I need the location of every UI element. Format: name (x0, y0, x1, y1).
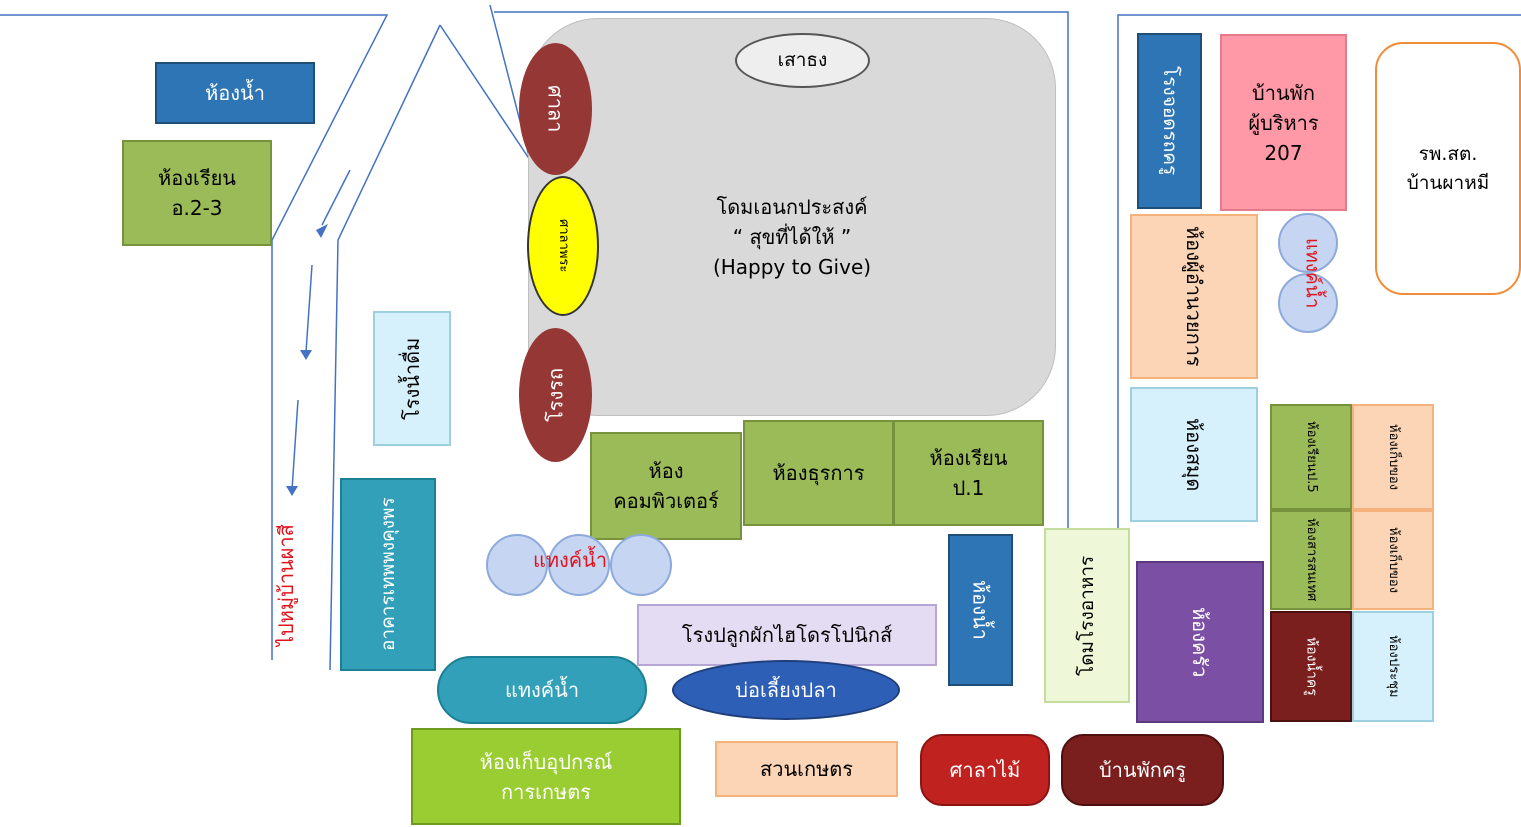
teacher-restroom-label: ห้องน้ำครู (1303, 637, 1320, 696)
water-tank-left-text: แทงค์น้ำ (532, 548, 608, 572)
classroom-p5-line2: ป.5 (1303, 472, 1319, 493)
equipment-line1: ห้องเก็บอุปกรณ์ (479, 749, 613, 774)
classroom-kindergarten: ห้องเรียน อ.2-3 (122, 140, 272, 246)
meeting-room: ห้อง ประชุม (1352, 611, 1434, 722)
teacher-house: บ้านพักครู (1061, 734, 1224, 806)
storage-a-line2: ของ (1385, 467, 1401, 491)
garage: โรงรถ (519, 328, 592, 462)
wood-sala: ศาลาไม้ (920, 734, 1050, 806)
sala: ศาลา (519, 43, 592, 175)
director-line2: ผู้อำนวยการ (1182, 261, 1206, 367)
to-village-label: ไปหมู่บ้านผาสี (262, 505, 310, 665)
kitchen: ห้องครัว (1136, 561, 1264, 723)
shrine: ศาลาพระ (527, 176, 599, 316)
garage-label: โรงรถ (543, 367, 568, 423)
water-tank-left-label: แทงค์น้ำ (510, 540, 630, 580)
hospital-line1: รพ.สต. (1418, 143, 1478, 165)
drinking-house-label: โรงน้ำดื่ม (400, 337, 424, 420)
restroom-mid: ห้องน้ำ (948, 534, 1013, 686)
tank-circle-2 (548, 534, 610, 596)
restroom-top: ห้องน้ำ (155, 62, 315, 124)
water-tank-right-text: แทงค์น้ำ (1301, 237, 1324, 309)
garden-label: สวนเกษตร (760, 757, 853, 781)
drinking-water-house: โรงน้ำดื่ม (373, 311, 451, 446)
fish-pond-label: บ่อเลี้ยงปลา (735, 678, 837, 702)
tank-circle-1 (486, 534, 548, 596)
library: ห้องสมุด (1130, 387, 1258, 522)
exec-house-line2: ผู้บริหาร (1248, 110, 1319, 135)
tank-circle-3 (610, 534, 672, 596)
to-village-text: ไปหมู่บ้านผาสี (274, 524, 298, 646)
storage-room-b: ห้องเก็บ ของ (1352, 510, 1434, 610)
hydroponics-house: โรงปลูกผักไฮโดรโปนิกส์ (637, 604, 937, 666)
storage-b-line2: ของ (1385, 570, 1401, 594)
kitchen-label: ห้องครัว (1188, 606, 1212, 678)
classroom-p5-line1: ห้องเรียน (1303, 421, 1319, 472)
storage-b-line1: ห้องเก็บ (1385, 526, 1401, 571)
equipment-line2: การเกษตร (501, 779, 591, 804)
flagpole-label: เสาธง (777, 49, 828, 72)
honor-building-label: อาคารเทพพงคุงพร (376, 497, 399, 652)
teacher-restroom: ห้องน้ำครู (1270, 611, 1352, 722)
classroom-k-line2: อ.2-3 (171, 196, 223, 220)
fish-pond: บ่อเลี้ยงปลา (672, 660, 900, 720)
executive-house: บ้านพัก ผู้บริหาร 207 (1220, 34, 1347, 211)
computer-line2: คอมพิวเตอร์ (613, 489, 719, 513)
agri-garden: สวนเกษตร (715, 741, 898, 797)
storage-room-a: ห้องเก็บ ของ (1352, 404, 1434, 510)
tank-circle-right-2 (1278, 273, 1338, 333)
shrine-label: ศาลาพระ (555, 219, 571, 273)
health-center: รพ.สต. บ้านผาหมี (1375, 42, 1521, 295)
classroom-p5: ห้องเรียน ป.5 (1270, 404, 1352, 510)
computer-line1: ห้อง (648, 459, 684, 483)
cafeteria-dome: โดมโรงอาหาร (1044, 528, 1130, 703)
meeting-line1: ห้อง (1385, 635, 1401, 659)
it-room-line2: สารสนเทศ (1303, 541, 1319, 602)
director-line1: ห้อง (1182, 226, 1206, 262)
teacher-carport-label: โรงจอดรถครู (1158, 66, 1181, 176)
honor-building: อาคารเทพพงคุงพร (340, 478, 436, 671)
admin-office-label: ห้องธุรการ (772, 461, 865, 485)
water-tank-right-label: แทงค์น้ำ (1292, 218, 1332, 328)
storage-a-line1: ห้องเก็บ (1385, 423, 1401, 468)
teacher-carport: โรงจอดรถครู (1137, 33, 1202, 209)
director-room: ห้อง ผู้อำนวยการ (1130, 214, 1258, 379)
cafeteria-label: โดมโรงอาหาร (1075, 555, 1098, 676)
water-tank-pill-label: แทงค์น้ำ (504, 678, 580, 702)
classroom-p1-line2: ป.1 (952, 476, 985, 500)
dome-label-line2: “ สุขที่ได้ให้ ” (732, 225, 852, 249)
library-label: ห้องสมุด (1182, 417, 1206, 492)
classroom-p1-line1: ห้องเรียน (929, 446, 1008, 470)
hydroponics-label: โรงปลูกผักไฮโดรโปนิกส์ (681, 623, 893, 647)
computer-room: ห้อง คอมพิวเตอร์ (590, 432, 742, 540)
tank-circle-right-1 (1278, 213, 1338, 273)
meeting-line2: ประชุม (1385, 658, 1401, 698)
restroom-mid-label: ห้องน้ำ (968, 580, 993, 640)
wood-sala-label: ศาลาไม้ (949, 758, 1021, 782)
classroom-p1: ห้องเรียน ป.1 (893, 420, 1044, 526)
exec-house-line1: บ้านพัก (1252, 80, 1315, 105)
flagpole: เสาธง (735, 33, 870, 88)
dome-label-line3: (Happy to Give) (712, 255, 872, 279)
hospital-line2: บ้านผาหมี (1406, 171, 1490, 194)
dome-label-line1: โดมเอนกประสงค์ (716, 195, 868, 219)
teacher-house-label: บ้านพักครู (1098, 758, 1186, 782)
admin-office: ห้องธุรการ (743, 420, 894, 526)
it-room: ห้อง สารสนเทศ (1270, 510, 1352, 610)
agri-equipment-room: ห้องเก็บอุปกรณ์ การเกษตร (411, 728, 681, 825)
exec-house-line3: 207 (1264, 140, 1303, 165)
it-room-line1: ห้อง (1303, 518, 1319, 542)
water-tank-pill: แทงค์น้ำ (437, 656, 647, 724)
sala-label: ศาลา (543, 85, 568, 133)
restroom-top-label: ห้องน้ำ (205, 81, 265, 105)
classroom-k-line1: ห้องเรียน (158, 166, 236, 190)
